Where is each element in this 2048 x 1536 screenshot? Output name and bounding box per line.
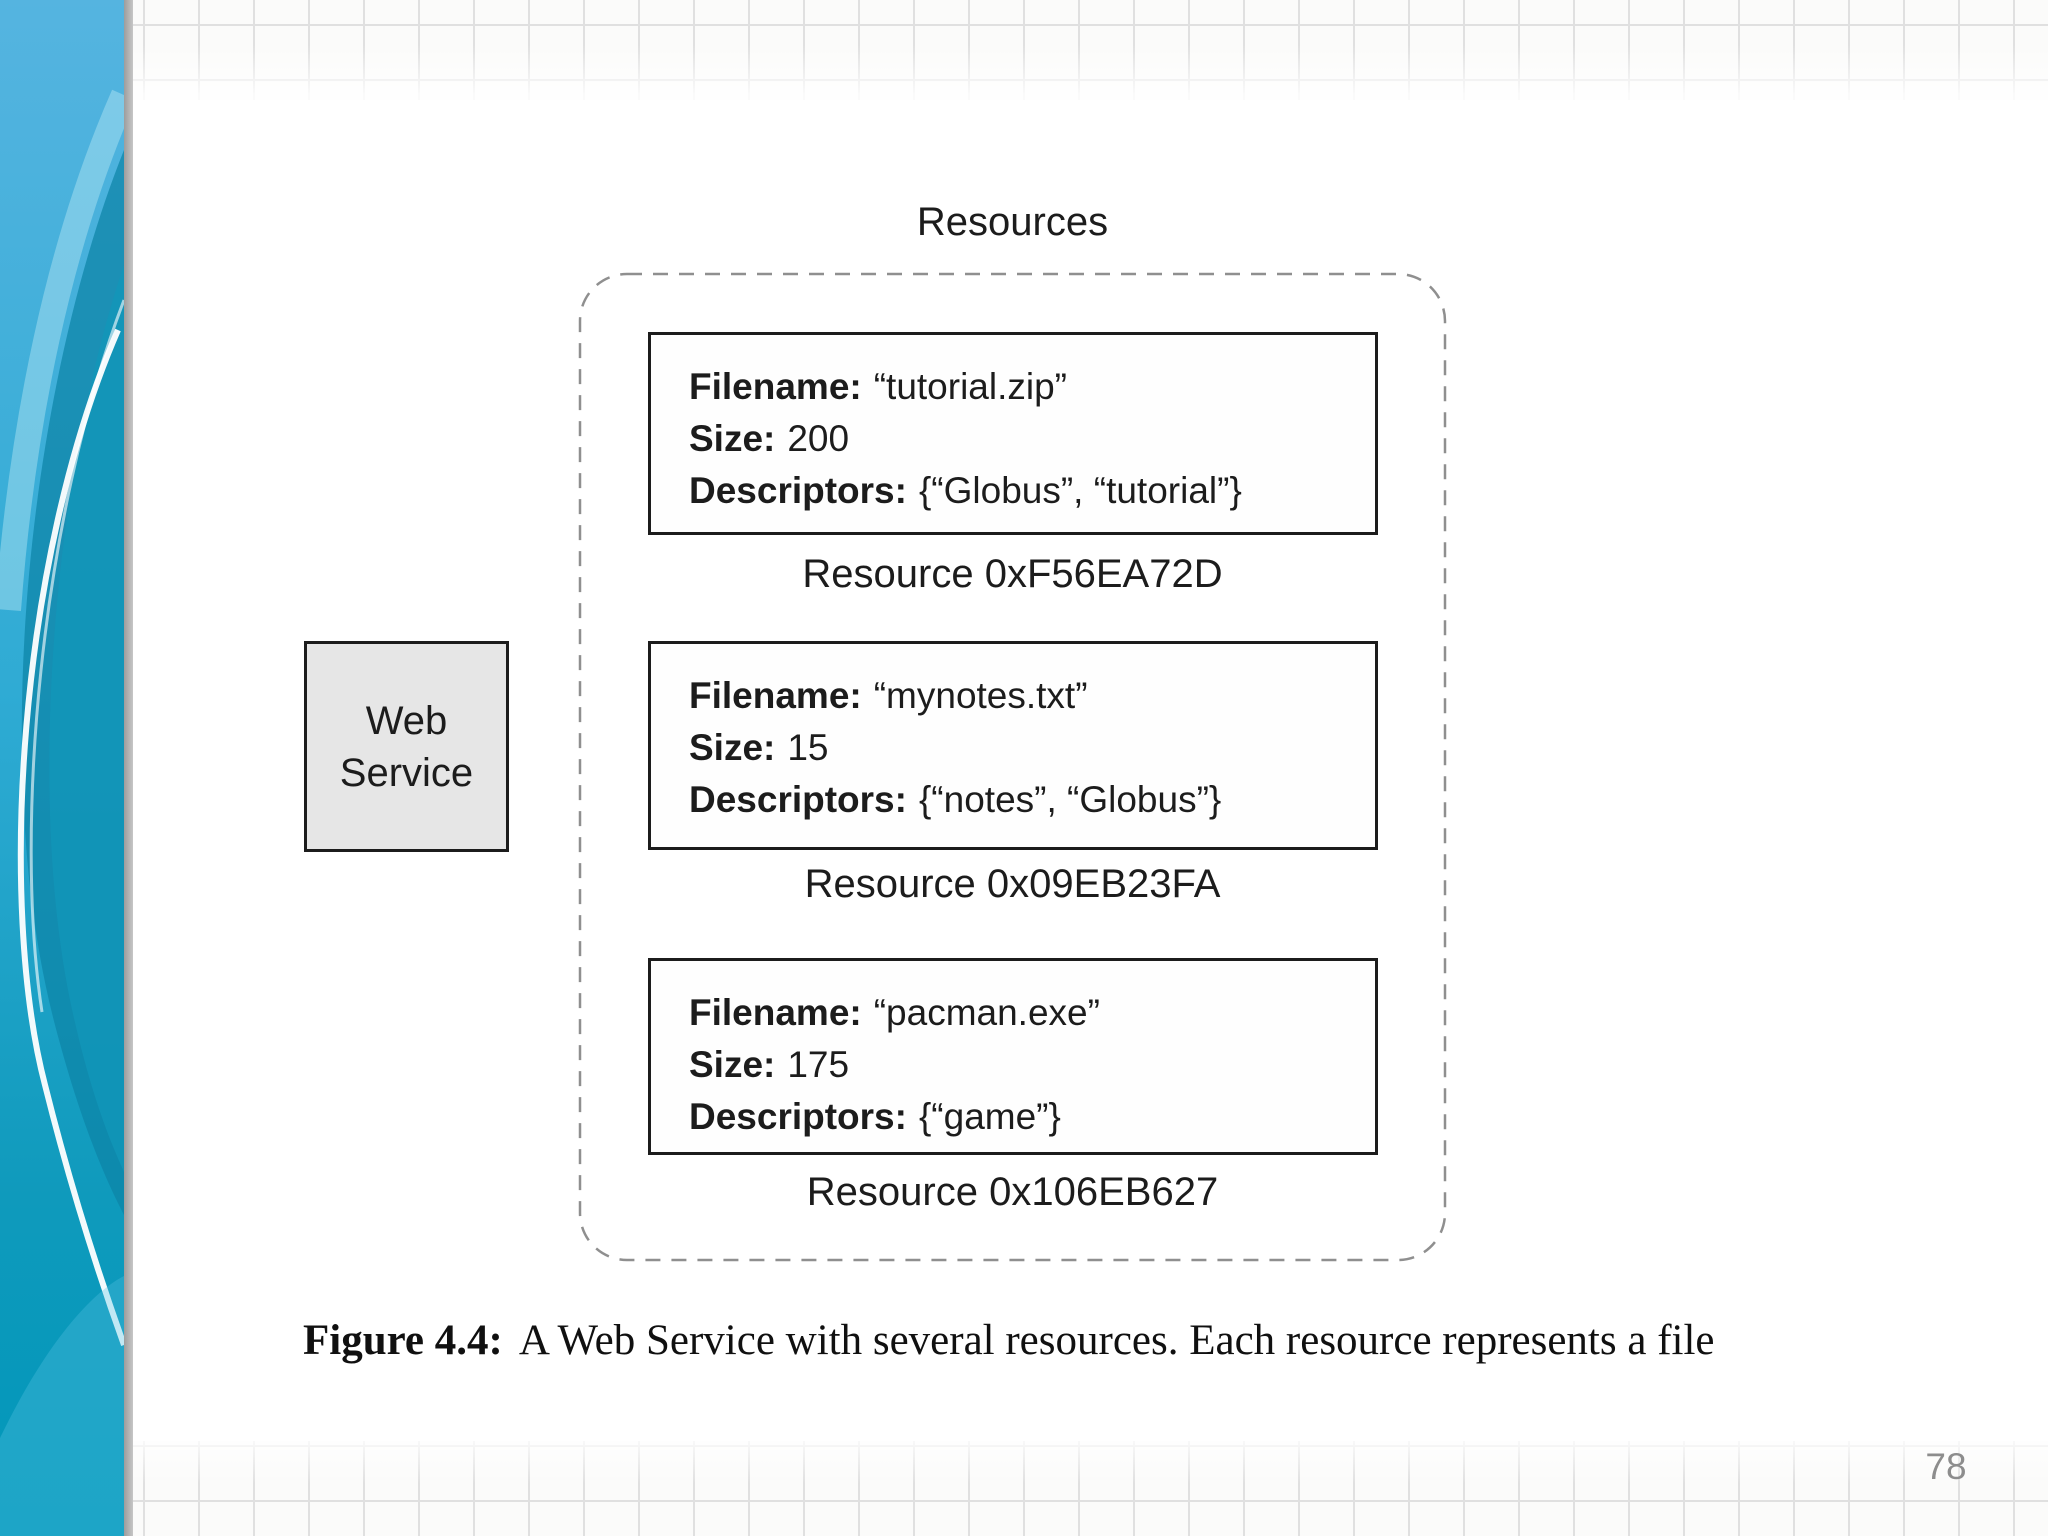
descriptors-value: {“notes”, “Globus”} bbox=[918, 779, 1222, 820]
resources-group-label: Resources bbox=[916, 200, 1109, 244]
descriptors-label: Descriptors: bbox=[689, 779, 907, 820]
filename-label: Filename: bbox=[689, 366, 862, 407]
filename-value: “pacman.exe” bbox=[873, 992, 1100, 1033]
web-service-label: Web Service bbox=[339, 698, 474, 795]
resource-card: Filename: “pacman.exe” Size: 175 Descripto… bbox=[648, 958, 1378, 1155]
figure-caption-number: Figure 4.4: bbox=[303, 1317, 503, 1364]
grid-pattern-bottom bbox=[133, 1441, 2048, 1536]
filename-label: Filename: bbox=[689, 992, 862, 1033]
filename-row: Filename: “pacman.exe” bbox=[689, 987, 1363, 1039]
filename-row: Filename: “tutorial.zip” bbox=[689, 361, 1363, 413]
filename-value: “mynotes.txt” bbox=[873, 675, 1088, 716]
filename-value: “tutorial.zip” bbox=[873, 366, 1067, 407]
figure-caption: Figure 4.4: A Web Service with several re… bbox=[303, 1316, 1715, 1365]
decorative-sidebar bbox=[0, 0, 124, 1536]
web-service-node: Web Service bbox=[304, 641, 509, 852]
size-label: Size: bbox=[689, 1044, 776, 1085]
size-value: 200 bbox=[787, 418, 850, 459]
resources-group-outline bbox=[578, 272, 1447, 1262]
size-value: 175 bbox=[787, 1044, 850, 1085]
descriptors-row: Descriptors: {“Globus”, “tutorial”} bbox=[689, 465, 1363, 517]
resource-id-label: Resource 0x09EB23FA bbox=[804, 862, 1221, 906]
size-row: Size: 200 bbox=[689, 413, 1363, 465]
size-row: Size: 15 bbox=[689, 722, 1363, 774]
filename-row: Filename: “mynotes.txt” bbox=[689, 670, 1363, 722]
grid-pattern-top bbox=[133, 0, 2048, 100]
sidebar-divider bbox=[124, 0, 133, 1536]
filename-label: Filename: bbox=[689, 675, 862, 716]
descriptors-label: Descriptors: bbox=[689, 470, 907, 511]
descriptors-value: {“game”} bbox=[918, 1096, 1061, 1137]
size-value: 15 bbox=[787, 727, 829, 768]
descriptors-label: Descriptors: bbox=[689, 1096, 907, 1137]
resource-card: Filename: “tutorial.zip” Size: 200 Descrip… bbox=[648, 332, 1378, 535]
figure-caption-text: A Web Service with several resources. Ea… bbox=[518, 1317, 1715, 1364]
descriptors-value: {“Globus”, “tutorial”} bbox=[918, 470, 1242, 511]
size-row: Size: 175 bbox=[689, 1039, 1363, 1091]
size-label: Size: bbox=[689, 727, 776, 768]
sidebar-swirl-graphic bbox=[0, 0, 124, 1536]
resource-id-label: Resource 0xF56EA72D bbox=[802, 552, 1223, 596]
resource-card: Filename: “mynotes.txt” Size: 15 Descripto… bbox=[648, 641, 1378, 850]
descriptors-row: Descriptors: {“game”} bbox=[689, 1091, 1363, 1143]
descriptors-row: Descriptors: {“notes”, “Globus”} bbox=[689, 774, 1363, 826]
page-number: 78 bbox=[1925, 1446, 1967, 1487]
size-label: Size: bbox=[689, 418, 776, 459]
resource-id-label: Resource 0x106EB627 bbox=[806, 1170, 1219, 1214]
